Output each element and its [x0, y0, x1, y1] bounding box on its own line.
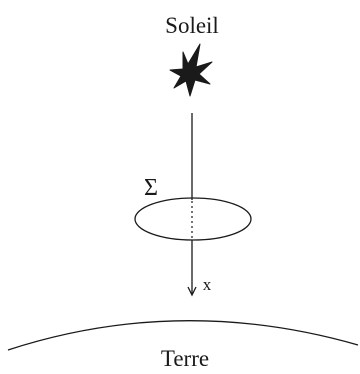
earth-surface-arc: [7, 320, 359, 351]
sun-label: Soleil: [165, 13, 219, 38]
sun-star-icon: [169, 43, 213, 97]
earth-label: Terre: [161, 346, 209, 371]
x-axis-arrowhead: [187, 286, 197, 297]
surface-ellipse: [134, 197, 252, 241]
surface-label: Σ: [144, 175, 158, 201]
axis-label: x: [203, 275, 212, 294]
